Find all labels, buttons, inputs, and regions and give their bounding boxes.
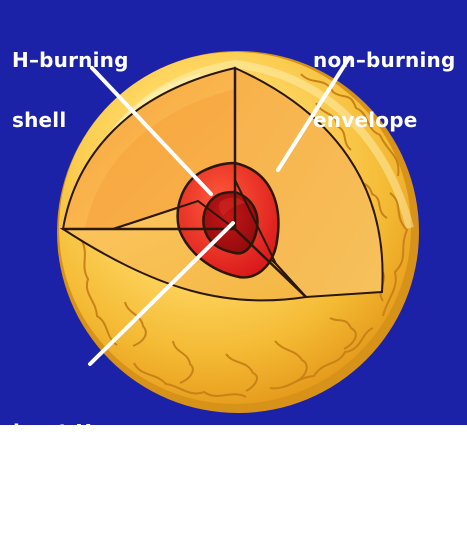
non-burning-envelope-label: non–burning envelope <box>313 10 455 170</box>
h-burning-shell-label: H–burning shell <box>12 10 129 170</box>
h-burning-shell-label-line-1: H–burning <box>12 50 129 70</box>
h-burning-shell-label-line-2: shell <box>12 110 129 130</box>
inert-he-core-label: inert He core <box>13 382 106 542</box>
diagram-frame: H–burning shell non–burning envelope ine… <box>0 0 467 425</box>
inert-he-core-label-line-2: core <box>13 482 106 502</box>
non-burning-envelope-label-line-1: non–burning <box>313 50 455 70</box>
inert-he-core-label-line-1: inert He <box>13 422 106 442</box>
non-burning-envelope-label-line-2: envelope <box>313 110 455 130</box>
